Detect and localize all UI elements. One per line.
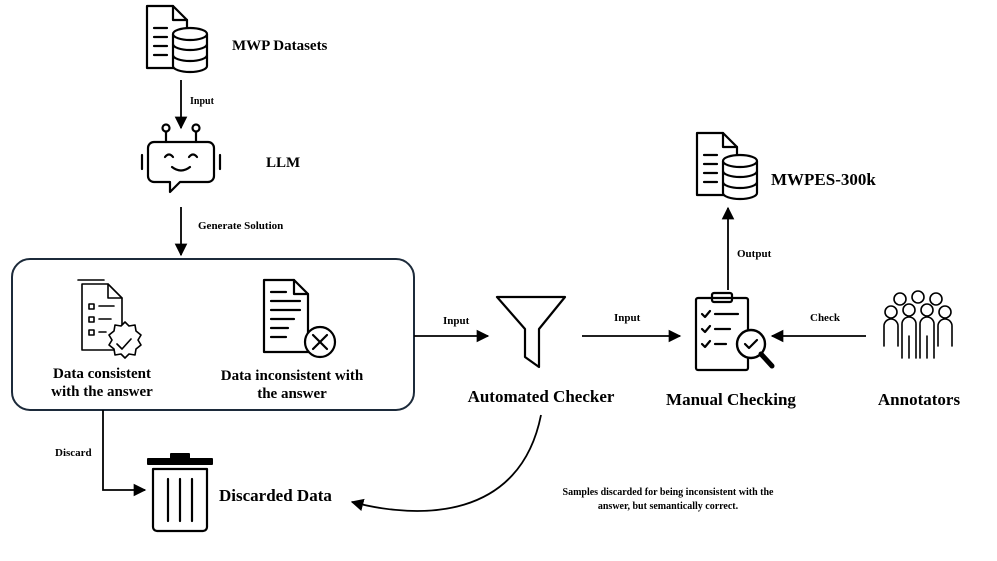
consistent-label-line2: with the answer [51,384,153,400]
funnel-icon [495,295,567,369]
people-group-icon [883,290,953,359]
automated-checker-label: Automated Checker [468,387,615,406]
trash-bin-icon [147,453,213,533]
dataset-database-icon [145,4,209,74]
discarded-data-label: Discarded Data [219,486,332,505]
mwp-datasets-label: MWP Datasets [232,38,328,54]
robot-chat-icon [140,123,222,194]
output-edge-label: Output [737,248,772,260]
annotators-label: Annotators [878,390,961,409]
generate-solution-edge-label: Generate Solution [198,220,283,232]
input-edge-label-top: Input [190,96,215,107]
checklist-magnifier-icon [694,291,775,372]
llm-label: LLM [266,155,300,171]
checklist-badge-icon [77,279,142,359]
input-edge-label-checker: Input [443,315,470,327]
check-edge-label: Check [810,312,841,324]
inconsistent-label-line2: the answer [257,386,327,402]
discard-note-line2: answer, but semantically correct. [598,501,739,512]
consistent-label-line1: Data consistent [53,366,151,382]
discard-edge-label: Discard [55,447,92,459]
generated-data-container [11,258,415,411]
discard-note-line1: Samples discarded for being inconsistent… [563,487,775,498]
document-reject-icon [262,278,337,359]
manual-checking-label: Manual Checking [666,390,796,409]
input-edge-label-manual: Input [614,312,641,324]
mwpes-label: MWPES-300k [771,170,876,189]
output-database-icon [695,131,759,201]
inconsistent-label-line1: Data inconsistent with [221,368,364,384]
